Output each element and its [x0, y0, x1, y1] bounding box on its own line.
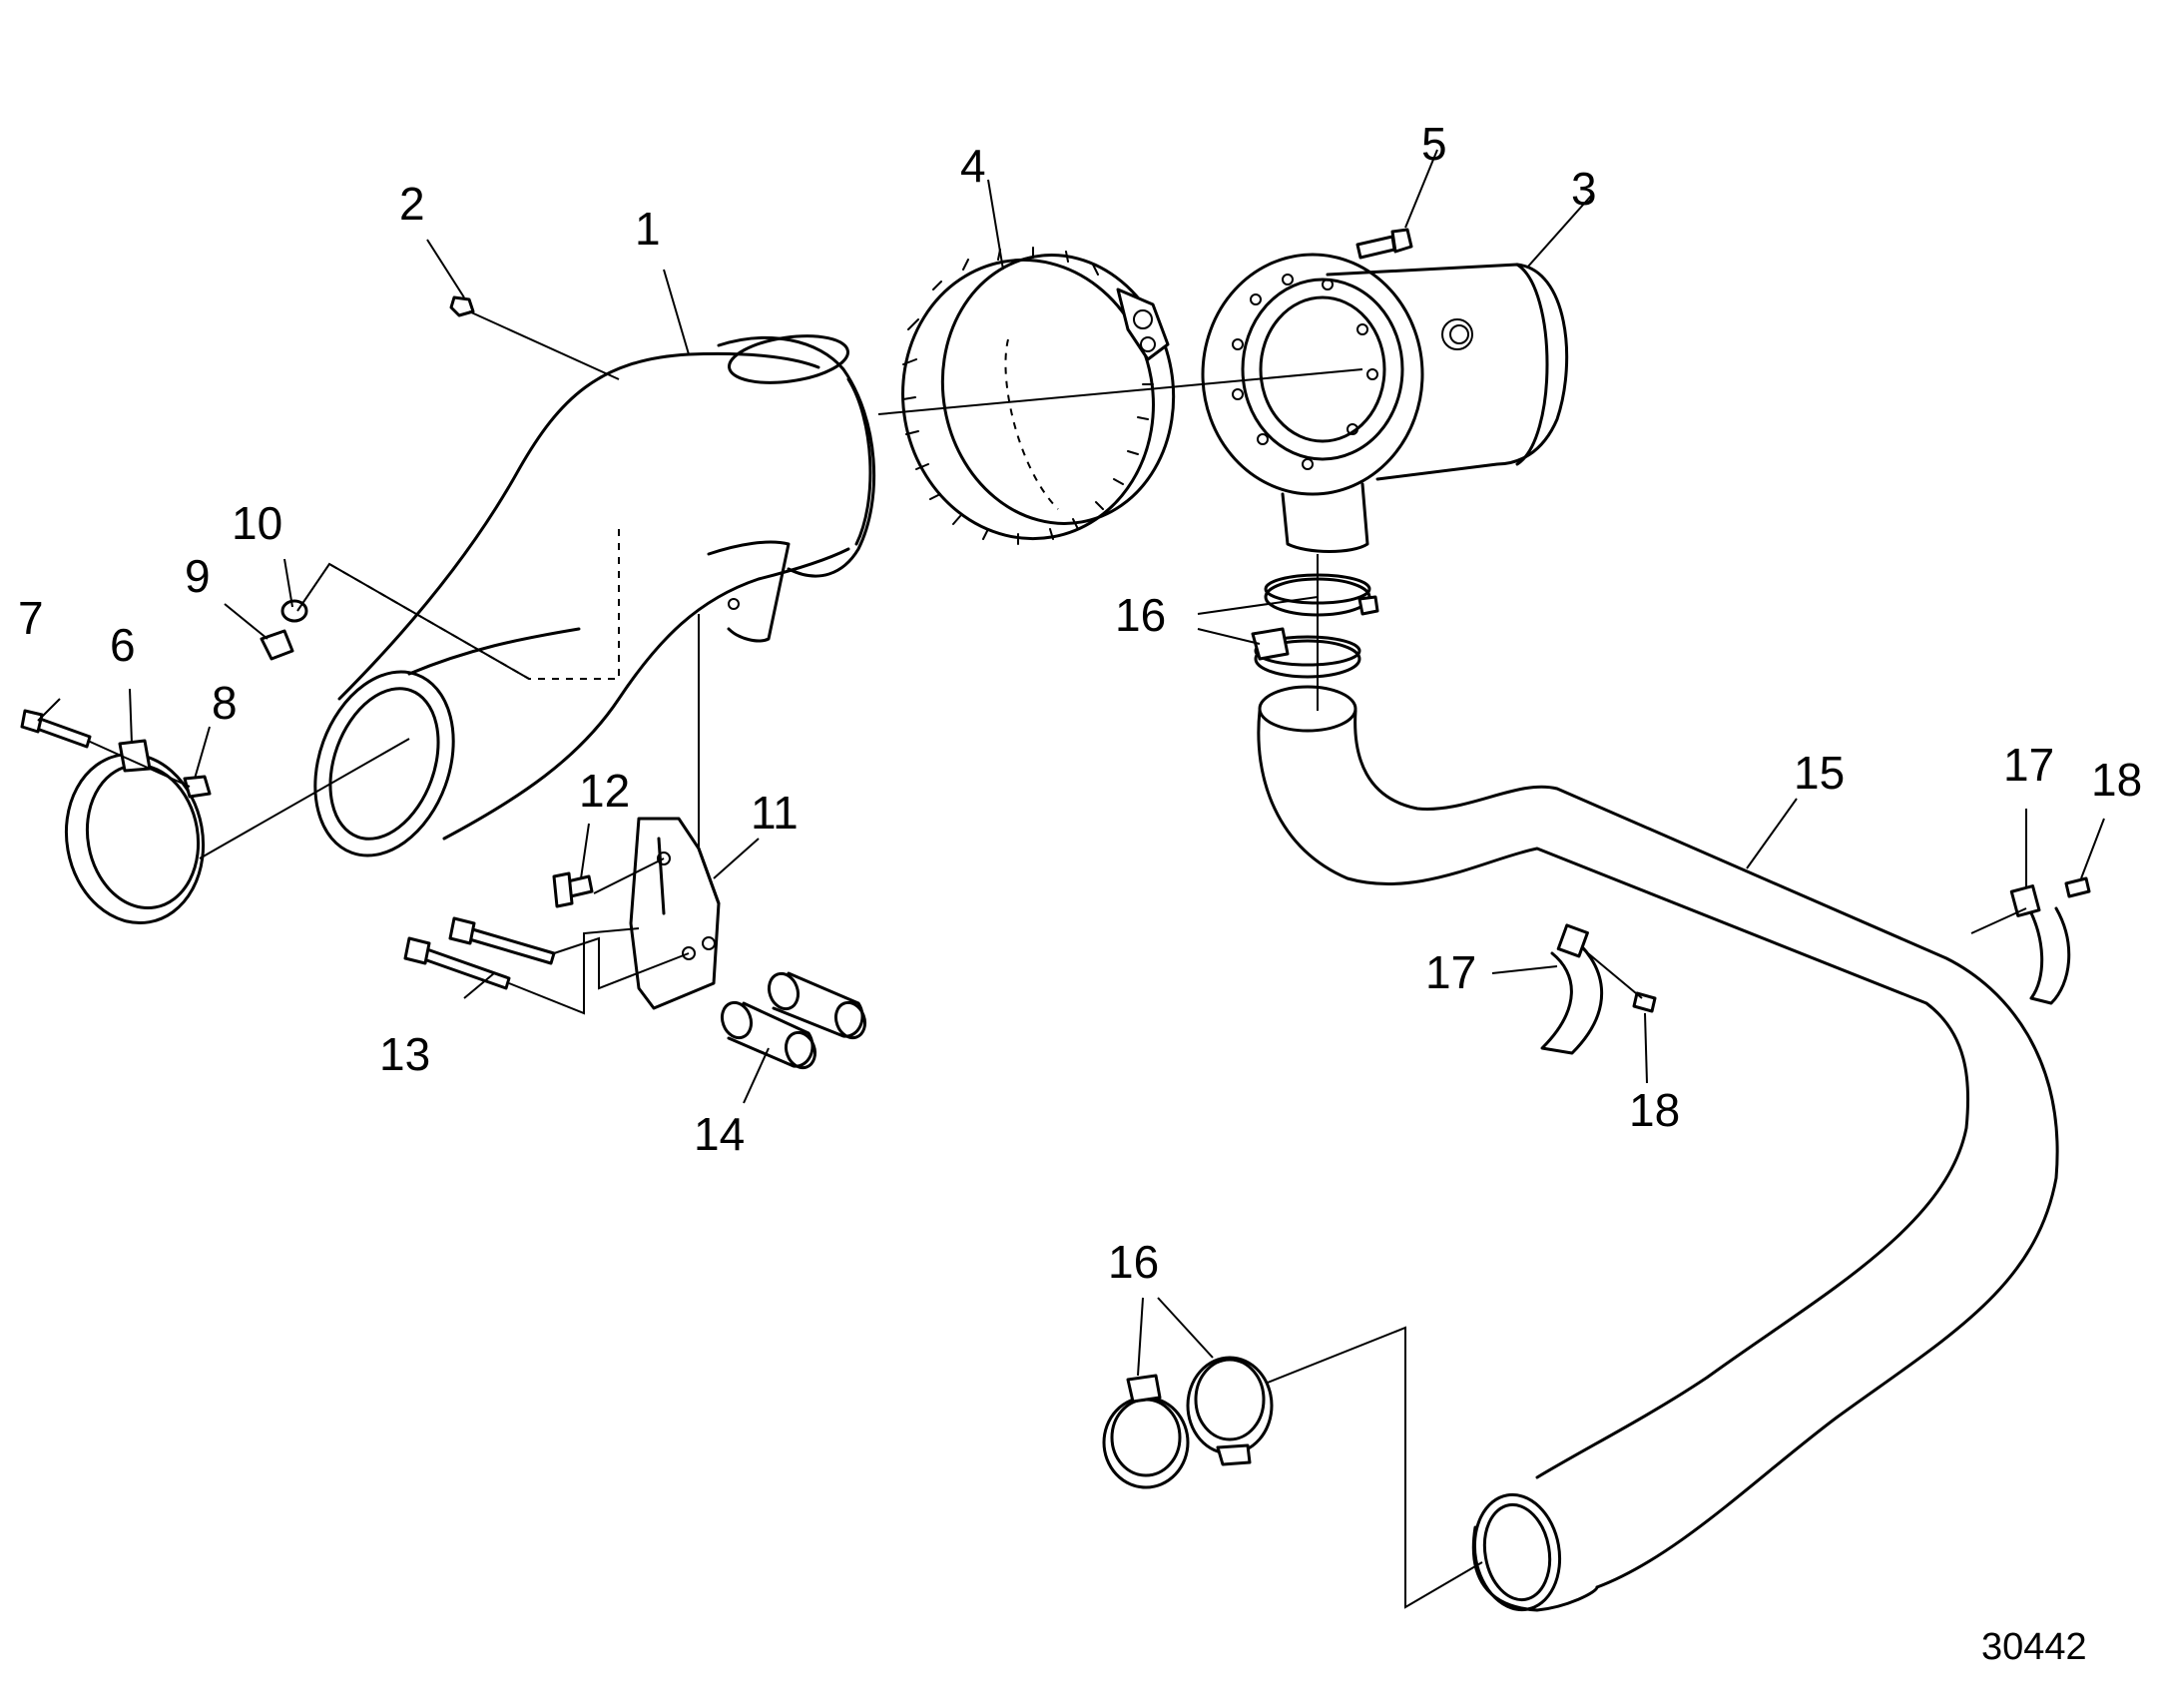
part-3-exhaust-adapter	[1201, 253, 1569, 553]
part-15-exhaust-hose	[1257, 685, 2059, 1612]
leader-lines	[37, 149, 2105, 1609]
figure-number: 30442	[1981, 1626, 2087, 1668]
callout-5: 5	[1421, 118, 1447, 170]
part-9-plug	[260, 629, 294, 661]
callout-12: 12	[579, 765, 630, 817]
part-17-hose-clip-center	[1540, 923, 1604, 1055]
callout-17-center: 17	[1425, 946, 1476, 998]
part-6-vband-clamp	[64, 739, 206, 925]
callout-16-lower: 16	[1108, 1236, 1159, 1288]
callout-11: 11	[751, 787, 799, 839]
part-14-spacers	[720, 971, 867, 1070]
part-16-lower-hose-clamps	[1102, 1356, 1274, 1489]
part-12-bolt	[552, 871, 594, 908]
part-11-bracket	[629, 817, 721, 1010]
callout-8: 8	[212, 677, 238, 729]
callout-18-center: 18	[1629, 1084, 1680, 1136]
callout-15: 15	[1794, 747, 1845, 799]
part-18-screw-center	[1632, 991, 1657, 1013]
part-17-hose-clip-upper-right	[2009, 884, 2071, 1005]
part-13-bolts	[403, 916, 556, 990]
callout-16-upper: 16	[1115, 589, 1166, 641]
part-5-screw	[1355, 228, 1413, 260]
callout-2: 2	[399, 178, 425, 230]
part-16-upper-hose-clamps	[1251, 573, 1379, 679]
callout-17-right: 17	[2003, 739, 2054, 791]
part-18-screw-upper-right	[2064, 876, 2091, 898]
callout-labels: 1 2 3 4 5 6 7 8 9 10 11 12 13 14 15 16 1…	[18, 118, 2142, 1668]
part-8-nut	[183, 775, 212, 799]
callout-10: 10	[232, 497, 282, 549]
callout-14: 14	[694, 1108, 745, 1160]
callout-7: 7	[18, 592, 44, 644]
part-4-clamp-band	[901, 247, 1176, 545]
callout-6: 6	[110, 619, 136, 671]
part-2-pipe-plug	[449, 295, 475, 317]
callout-1: 1	[635, 203, 661, 255]
callout-3: 3	[1571, 163, 1597, 215]
callout-4: 4	[960, 140, 986, 192]
callout-18-right: 18	[2091, 754, 2142, 806]
part-10-washer	[280, 599, 308, 623]
callout-13: 13	[379, 1028, 430, 1080]
part-7-bolt	[20, 709, 92, 749]
callout-9: 9	[185, 550, 211, 602]
